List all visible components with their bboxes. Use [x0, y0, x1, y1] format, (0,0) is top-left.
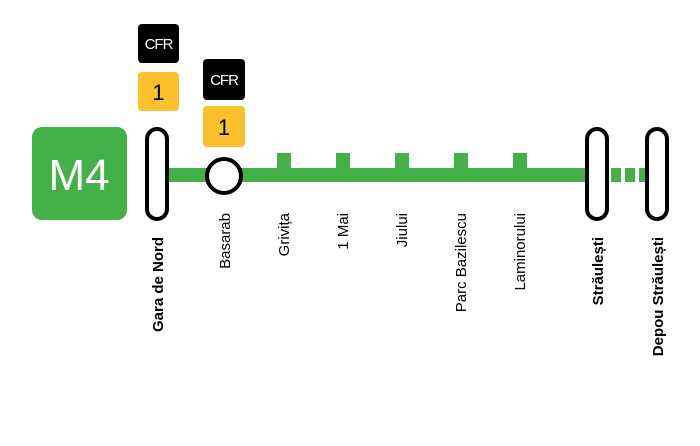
line-badge-label: M4	[48, 151, 109, 200]
cfr-line-badge-basarab	[203, 106, 245, 147]
terminus-marker-straulesti	[585, 127, 609, 221]
cfr-line-badge-basarab-label: 1	[218, 115, 230, 140]
terminus-marker-depou-straulesti	[645, 127, 669, 221]
station-label-basarab: Basarab	[217, 213, 234, 269]
main-track	[160, 168, 596, 182]
station-label-depou-straulesti: Depou Străulești	[650, 237, 667, 356]
station-tick-jiului	[395, 153, 409, 169]
cfr-badge-basarab	[203, 59, 245, 100]
cfr-badge-gara-de-nord-label: CFR	[145, 36, 174, 53]
depot-track-dash-1	[611, 168, 621, 182]
line-badge	[32, 127, 127, 220]
station-label-parc-bazilescu: Parc Bazilescu	[453, 213, 470, 312]
depot-track-dash-2	[625, 168, 635, 182]
station-tick-grivita	[277, 153, 291, 169]
cfr-badge-basarab-label: CFR	[210, 72, 239, 89]
station-label-1-mai: 1 Mai	[335, 213, 352, 250]
station-label-straulesti: Străulești	[590, 237, 607, 305]
station-label-laminorului: Laminorului	[512, 213, 529, 291]
station-label-gara-de-nord: Gara de Nord	[150, 237, 167, 332]
station-label-grivita: Grivița	[276, 212, 293, 256]
station-label-jiului: Jiului	[394, 213, 411, 247]
terminus-marker-gara-de-nord	[145, 127, 169, 221]
station-tick-laminorului	[513, 153, 527, 169]
station-tick-1-mai	[336, 153, 350, 169]
cfr-line-badge-gara-de-nord-label: 1	[152, 80, 164, 105]
cfr-line-badge-gara-de-nord	[138, 72, 179, 111]
station-tick-parc-bazilescu	[454, 153, 468, 169]
interchange-marker-basarab	[205, 157, 243, 195]
depot-track-dash-3	[639, 168, 647, 182]
cfr-badge-gara-de-nord	[138, 24, 179, 63]
